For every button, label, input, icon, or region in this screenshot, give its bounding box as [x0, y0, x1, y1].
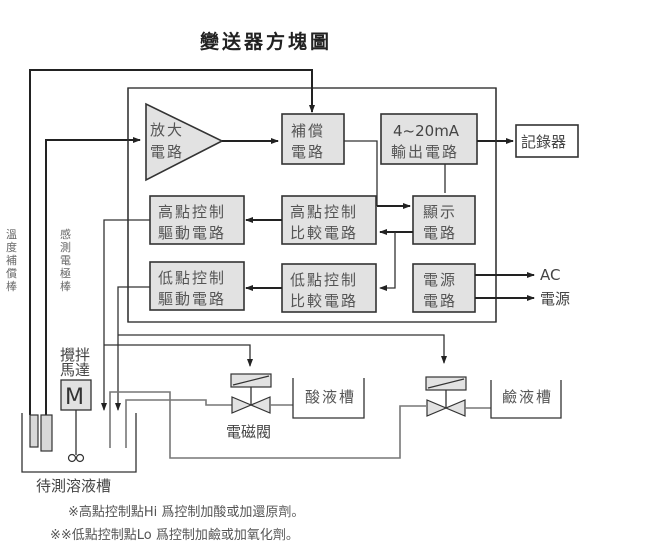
electrode-char-2: 測 [60, 240, 71, 254]
hi-compare-label-2: 比較電路 [290, 224, 358, 242]
ac-label: AC [540, 266, 560, 284]
alkali-tank-label: 鹼液槽 [502, 388, 553, 406]
stirrer-blade-left [67, 453, 77, 463]
compensation-block: 補償 電路 [281, 113, 345, 165]
recorder-label: 記錄器 [521, 133, 566, 151]
temp-char-5: 棒 [6, 279, 17, 293]
sample-tank [21, 413, 137, 473]
lo-compare-block: 低點控制 比較電路 [281, 263, 377, 313]
lo-compare-label-2: 比較電路 [290, 292, 358, 310]
power-label-2: 電路 [423, 292, 457, 310]
temp-probe-wire [29, 69, 315, 415]
lo-drive-label-1: 低點控制 [158, 269, 226, 287]
hi-compare-label-1: 高點控制 [290, 203, 358, 221]
comp-to-display-line [344, 140, 378, 206]
electrode-char-3: 電 [60, 254, 71, 267]
electrode-char-1: 感 [60, 228, 71, 241]
temp-char-1: 溫 [6, 227, 17, 241]
alkali-dosing-pipe [109, 391, 426, 459]
power-label-1: 電源 [423, 271, 457, 289]
compensation-label-1: 補償 [291, 122, 325, 140]
display-label-2: 電路 [423, 224, 457, 242]
motor-symbol: M [65, 385, 84, 410]
output-block: 4~20mA 輸出電路 [380, 113, 478, 165]
lo-drive-to-tank-line [115, 286, 150, 411]
temp-probe [29, 414, 39, 448]
temp-probe-label: 溫 度 補 償 棒 [6, 227, 17, 293]
solenoid-valve-label: 電磁閥 [226, 423, 271, 441]
compensation-label-2: 電路 [291, 143, 325, 161]
motor-label-1: 攪拌 [60, 346, 90, 364]
amplifier-label-2: 電路 [150, 143, 184, 161]
power-block: 電源 電路 [412, 263, 476, 313]
hi-drive-label-2: 驅動電路 [158, 224, 226, 242]
electrode-char-4: 極 [60, 266, 71, 280]
note-high-point: ※高點控制點Hi 爲控制加酸或加還原劑。 [68, 504, 304, 520]
acid-tank-label: 酸液槽 [305, 388, 356, 406]
output-label-2: 輸出電路 [391, 143, 459, 161]
lo-drive-block: 低點控制 驅動電路 [149, 261, 245, 311]
hi-drive-block: 高點控制 驅動電路 [149, 195, 245, 245]
sensing-electrode [40, 414, 53, 452]
electrode-char-5: 棒 [60, 279, 71, 293]
acid-tank [292, 378, 365, 419]
note-low-point: ※※低點控制點Lo 爲控制加鹼或加氧化劑。 [50, 527, 299, 543]
hi-to-acid-valve-line [104, 344, 253, 367]
display-to-lo-compare-arrow [379, 232, 396, 291]
acid-dosing-pipe [125, 399, 232, 448]
amplifier-label-1: 放大 [150, 121, 184, 139]
hi-compare-block: 高點控制 比較電路 [281, 195, 377, 245]
recorder-block: 記錄器 [515, 124, 579, 158]
motor-label-2: 馬達 [60, 361, 90, 379]
power-output-label: 電源 [540, 290, 570, 308]
sample-tank-label: 待測溶液槽 [36, 477, 111, 495]
lo-to-alkali-valve-line [118, 334, 447, 364]
stirrer-blade-right [75, 453, 85, 463]
output-label-1: 4~20mA [393, 122, 460, 140]
amplifier-block: 放大 電路 [145, 102, 224, 182]
display-block: 顯示 電路 [412, 195, 476, 245]
temp-char-2: 度 [6, 240, 17, 254]
electrode-label: 感 測 電 極 棒 [60, 228, 71, 293]
hi-drive-label-1: 高點控制 [158, 203, 226, 221]
lo-compare-label-1: 低點控制 [290, 271, 358, 289]
display-label-1: 顯示 [423, 203, 457, 221]
electrode-wire [45, 137, 141, 415]
acid-solenoid-valve [230, 373, 272, 414]
hi-drive-to-tank-line [101, 219, 150, 411]
temp-char-4: 償 [6, 266, 17, 280]
alkali-solenoid-valve [425, 376, 467, 417]
lo-drive-label-2: 驅動電路 [158, 290, 226, 308]
diagram-title: 變送器方塊圖 [200, 30, 332, 53]
alkali-tank [490, 380, 562, 419]
temp-char-3: 補 [6, 254, 17, 267]
